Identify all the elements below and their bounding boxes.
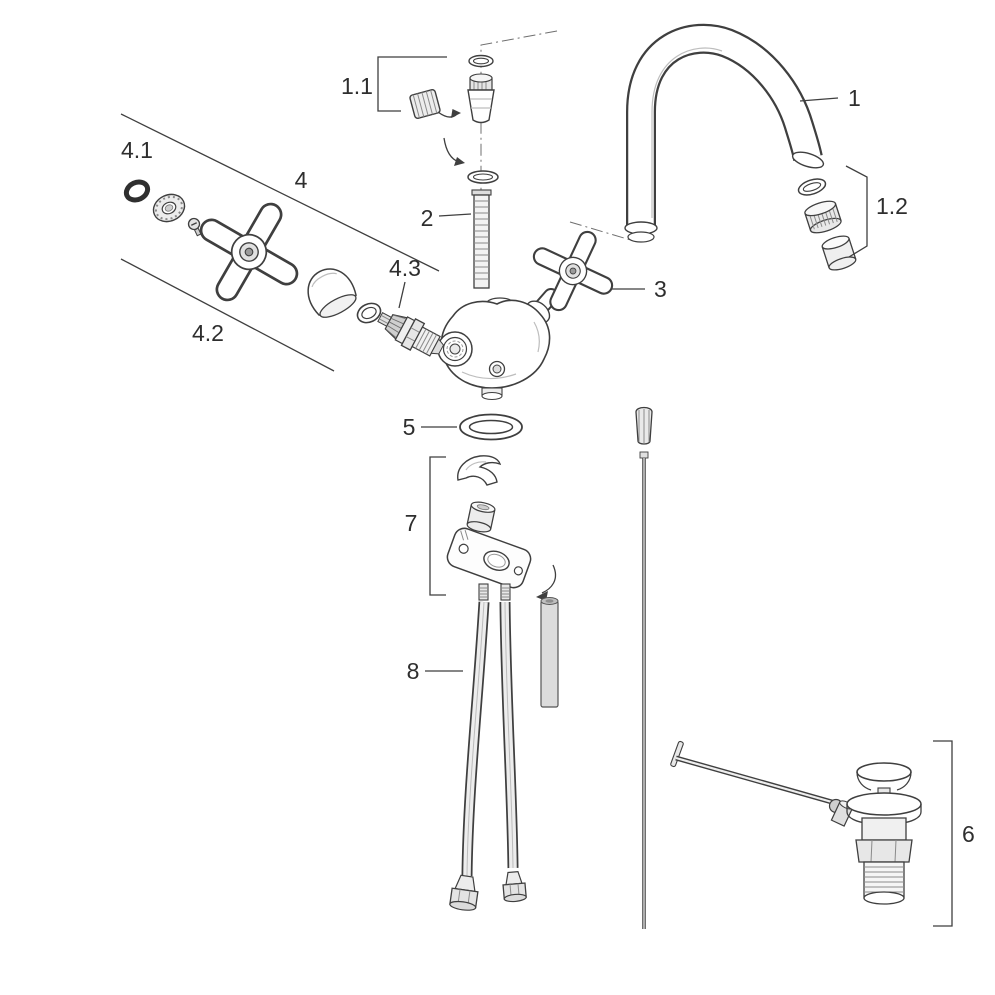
- part-label-right-handle: 3: [654, 276, 667, 302]
- part-label-aerator: 1.1: [341, 73, 373, 99]
- part-label-drain: 6: [962, 821, 975, 847]
- drain-assembly: 6: [670, 740, 975, 927]
- pivot-bar: [670, 740, 684, 768]
- mounting-clamp: [457, 455, 502, 486]
- arrow-icon: [454, 157, 465, 166]
- faucet-body: [437, 297, 551, 401]
- base-gasket: 5: [403, 413, 523, 441]
- spout-end-kit: 1.2: [797, 165, 908, 271]
- o-ring: [356, 302, 382, 324]
- part-label-spout: 1: [848, 85, 861, 111]
- drain-body: [846, 762, 922, 905]
- handle-screw: [187, 217, 202, 237]
- arrow-icon: [451, 109, 461, 118]
- part-label-mounting: 7: [405, 510, 418, 536]
- part-label-spout-kit: 1.2: [876, 193, 908, 219]
- left-cross-handle: [190, 193, 308, 311]
- mounting-cylinder: [466, 501, 496, 533]
- riser-tube: 2: [421, 137, 499, 289]
- lift-rod: [635, 406, 653, 929]
- mounting-hardware: 7: [405, 455, 559, 708]
- aerator-assembly: 1.1: [341, 54, 495, 124]
- sleeve: [821, 235, 857, 271]
- part-label-hoses: 8: [407, 658, 420, 684]
- part-label-handle-group: 4: [295, 167, 308, 193]
- part-label-handle-parts: 4.2: [192, 320, 224, 346]
- hose-fitting-left: [449, 874, 479, 911]
- ring-nut: [152, 193, 186, 223]
- sleeve-tube: [540, 597, 559, 708]
- part-label-riser: 2: [421, 205, 434, 231]
- part-label-cartridge: 4.3: [389, 255, 421, 281]
- mounting-plate: [446, 527, 532, 589]
- part-label-ring: 4.1: [121, 137, 153, 163]
- aerator-insert: [409, 89, 441, 119]
- aerator-tip: [467, 54, 495, 124]
- seal-ring: [123, 179, 151, 203]
- hose-fitting-right: [502, 870, 527, 903]
- valve-cartridge: [377, 312, 445, 357]
- handle-cap: [307, 268, 357, 318]
- centerline: [480, 30, 635, 242]
- supply-hoses: 8: [407, 583, 527, 911]
- left-handle-assembly: 4 4.2 4.1: [120, 113, 445, 372]
- part-label-gasket: 5: [403, 414, 416, 440]
- spout: 1: [624, 23, 861, 243]
- knurled-nut: [804, 200, 842, 234]
